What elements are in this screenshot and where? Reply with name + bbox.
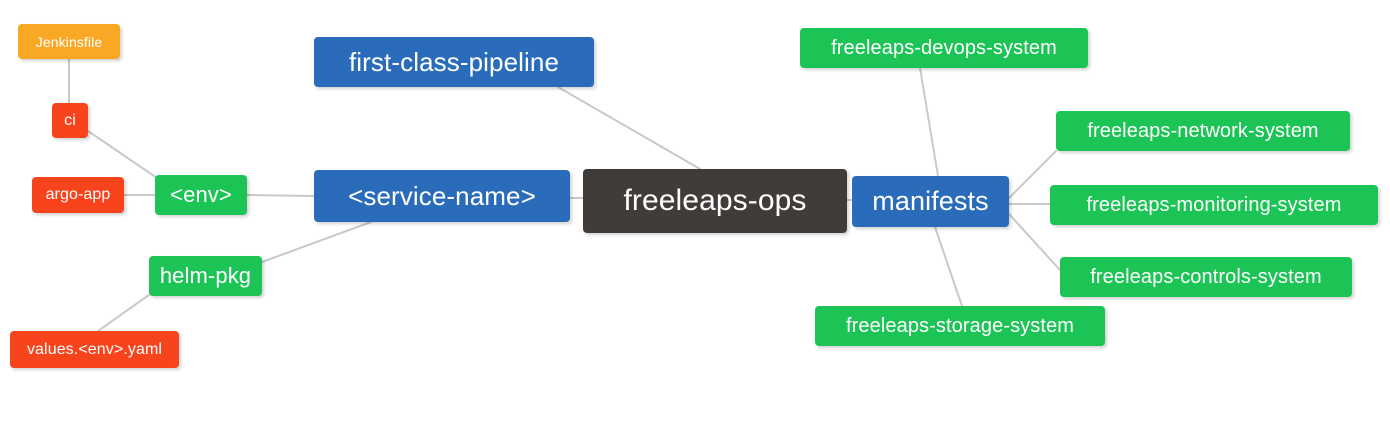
mindmap-node-helm-pkg[interactable]: helm-pkg	[149, 256, 262, 296]
edge-manifests-to-freeleaps-network-system	[1008, 150, 1057, 199]
mindmap-node-argo-app[interactable]: argo-app	[32, 177, 124, 213]
mindmap-node-first-class-pipeline[interactable]: first-class-pipeline	[314, 37, 594, 87]
node-label-service-name: <service-name>	[348, 181, 536, 211]
edge-service-name-to-helm-pkg	[261, 221, 372, 263]
node-label-ci: ci	[64, 111, 76, 129]
edge-env-to-service-name	[246, 194, 315, 197]
edge-manifests-to-freeleaps-storage-system	[934, 226, 963, 307]
mindmap-node-freeleaps-network-system[interactable]: freeleaps-network-system	[1056, 111, 1350, 151]
node-label-freeleaps-devops-system: freeleaps-devops-system	[831, 37, 1057, 59]
mindmap-node-jenkinsfile[interactable]: Jenkinsfile	[18, 24, 120, 59]
mindmap-node-env[interactable]: <env>	[155, 175, 247, 215]
mindmap-node-freeleaps-controls-system[interactable]: freeleaps-controls-system	[1060, 257, 1352, 297]
node-label-values-env-yaml: values.<env>.yaml	[26, 340, 163, 358]
mindmap-node-freeleaps-storage-system[interactable]: freeleaps-storage-system	[815, 306, 1105, 346]
mindmap-node-ci[interactable]: ci	[52, 103, 88, 138]
node-label-freeleaps-ops: freeleaps-ops	[623, 184, 807, 217]
edge-first-class-pipeline-to-freeleaps-ops	[557, 86, 701, 170]
node-label-env: <env>	[170, 182, 232, 207]
node-label-jenkinsfile: Jenkinsfile	[35, 33, 103, 50]
node-label-freeleaps-storage-system: freeleaps-storage-system	[845, 315, 1075, 337]
node-label-manifests: manifests	[872, 186, 989, 216]
node-label-helm-pkg: helm-pkg	[159, 263, 252, 288]
node-label-freeleaps-controls-system: freeleaps-controls-system	[1090, 266, 1322, 288]
edge-ci-to-env	[87, 130, 158, 179]
mindmap-node-freeleaps-devops-system[interactable]: freeleaps-devops-system	[800, 28, 1088, 68]
node-label-freeleaps-monitoring-system: freeleaps-monitoring-system	[1086, 194, 1342, 216]
mindmap-node-service-name[interactable]: <service-name>	[314, 170, 570, 222]
mindmap-node-manifests[interactable]: manifests	[852, 176, 1009, 227]
node-label-first-class-pipeline: first-class-pipeline	[348, 47, 560, 77]
edge-manifests-to-freeleaps-devops-system	[919, 67, 939, 177]
node-label-freeleaps-network-system: freeleaps-network-system	[1087, 120, 1319, 142]
node-label-argo-app: argo-app	[45, 186, 111, 203]
mindmap-node-values-env-yaml[interactable]: values.<env>.yaml	[10, 331, 179, 368]
edge-helm-pkg-to-values-env-yaml	[97, 294, 150, 332]
mindmap-node-freeleaps-monitoring-system[interactable]: freeleaps-monitoring-system	[1050, 185, 1378, 225]
mindmap-node-freeleaps-ops[interactable]: freeleaps-ops	[583, 169, 847, 233]
